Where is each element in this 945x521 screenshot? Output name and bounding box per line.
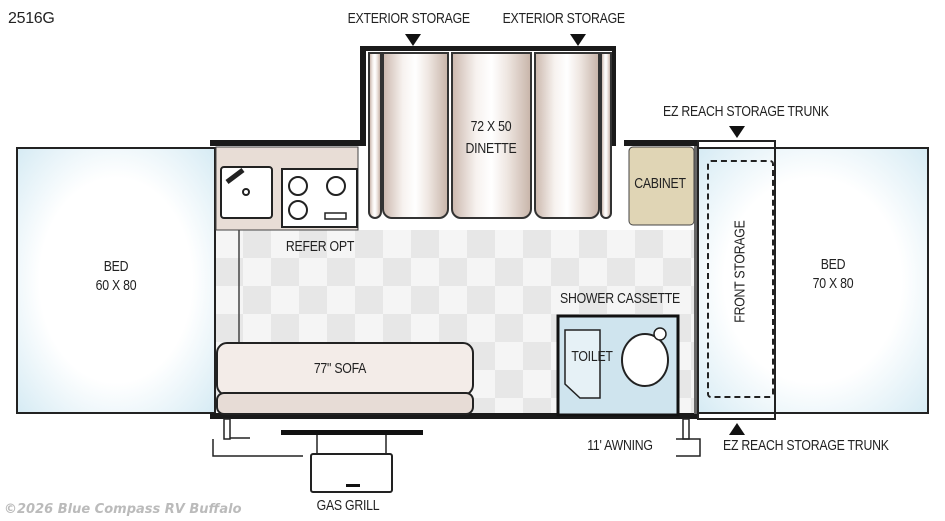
dinette-size: 72 X 50 — [470, 118, 512, 135]
shower-label: SHOWER CASSETTE — [559, 290, 681, 307]
dinette-table — [451, 52, 532, 219]
cabinet — [628, 146, 695, 226]
bed-right — [697, 147, 929, 414]
dinette-seat-left — [382, 52, 449, 219]
dinette-label: DINETTE — [465, 140, 517, 157]
burner-icon — [288, 176, 308, 196]
wall — [210, 413, 697, 419]
grill-rail — [281, 430, 423, 435]
refer-label: REFER OPT — [285, 238, 355, 255]
gas-grill — [310, 453, 393, 493]
awning-bracket — [682, 418, 690, 440]
arrow-down-icon — [729, 126, 745, 138]
toilet-label: TOILET — [571, 348, 613, 365]
arrow-down-icon — [570, 34, 586, 46]
watermark: ©2026 Blue Compass RV Buffalo — [4, 502, 242, 517]
wall — [360, 46, 616, 51]
exterior-storage-label-2: EXTERIOR STORAGE — [502, 10, 626, 27]
wall — [210, 140, 360, 146]
toilet-icon — [621, 333, 669, 387]
dinette-arm — [368, 52, 382, 219]
bed-left-size: 60 X 80 — [95, 277, 137, 294]
bed-right-size: 70 X 80 — [812, 275, 854, 292]
ez-reach-bottom-label: EZ REACH STORAGE TRUNK — [723, 437, 889, 454]
burner-icon — [326, 176, 346, 196]
sofa-label: 77" SOFA — [313, 360, 367, 377]
arrow-up-icon — [729, 423, 745, 435]
faucet-icon — [225, 168, 245, 184]
stove-controls — [324, 212, 347, 220]
wall — [694, 146, 697, 414]
dinette-arm — [600, 52, 612, 219]
bed-left-label: BED — [103, 258, 129, 275]
dinette-seat-right — [534, 52, 600, 219]
arrow-down-icon — [405, 34, 421, 46]
wall — [612, 46, 616, 146]
burner-icon — [288, 200, 308, 220]
sink — [220, 166, 273, 219]
exterior-storage-label-1: EXTERIOR STORAGE — [347, 10, 471, 27]
awning-label: 11' AWNING — [587, 437, 653, 454]
bed-left — [16, 147, 216, 414]
awning-bracket — [223, 418, 231, 440]
grill-label: GAS GRILL — [316, 497, 380, 514]
cabinet-label: CABINET — [634, 175, 686, 192]
storage-trunk-outline — [697, 140, 776, 420]
wall — [624, 140, 697, 146]
model-number: 2516G — [8, 10, 55, 27]
ez-reach-top-label: EZ REACH STORAGE TRUNK — [663, 103, 829, 120]
front-storage — [707, 160, 774, 398]
wall — [360, 46, 366, 146]
sofa-seat — [216, 392, 474, 415]
bed-right-label: BED — [820, 256, 846, 273]
